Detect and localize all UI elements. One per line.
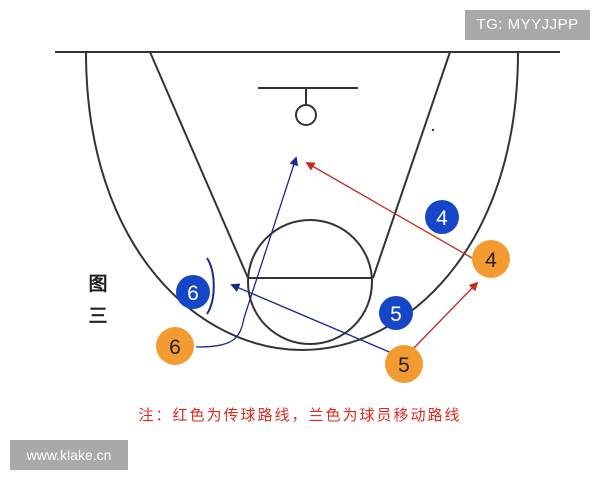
defender-6: 6 — [176, 275, 210, 309]
rim — [295, 104, 317, 126]
pass-line-5-to-4 — [411, 281, 479, 351]
pass-line-4-to-post — [305, 162, 473, 259]
move-line-5-cut — [230, 283, 395, 355]
three-point-arc — [85, 51, 519, 352]
offense-5: 5 — [385, 345, 423, 383]
court-dot — [431, 128, 435, 132]
pass-lines — [305, 162, 479, 351]
figure-label: 图三 — [88, 273, 108, 327]
defense-players: 6 5 4 — [176, 200, 459, 330]
offense-6: 6 — [156, 327, 194, 365]
defender-4: 4 — [425, 200, 459, 234]
defender-6-guard-mark — [206, 257, 215, 315]
free-throw-circle — [247, 219, 373, 345]
offense-4-label: 4 — [485, 249, 497, 272]
move-line-6-cut — [195, 156, 299, 348]
defender-4-label: 4 — [436, 207, 448, 230]
offense-4: 4 — [472, 240, 510, 278]
defender-6-label: 6 — [187, 282, 199, 305]
offense-players: 6 5 4 — [156, 240, 510, 383]
watermark-top: TG: MYYJJPP — [465, 10, 590, 40]
offense-5-label: 5 — [398, 354, 410, 377]
legend-note: 注：红色为传球路线，兰色为球员移动路线 — [138, 406, 462, 424]
court-lines — [55, 51, 560, 352]
watermark-bottom: www.klake.cn — [10, 440, 128, 470]
lane-line-left — [149, 51, 249, 279]
offense-6-label: 6 — [169, 336, 181, 359]
defender-5-label: 5 — [390, 303, 402, 326]
lane-line-right — [372, 51, 451, 279]
move-lines — [195, 156, 395, 355]
defender-5: 5 — [379, 296, 413, 330]
